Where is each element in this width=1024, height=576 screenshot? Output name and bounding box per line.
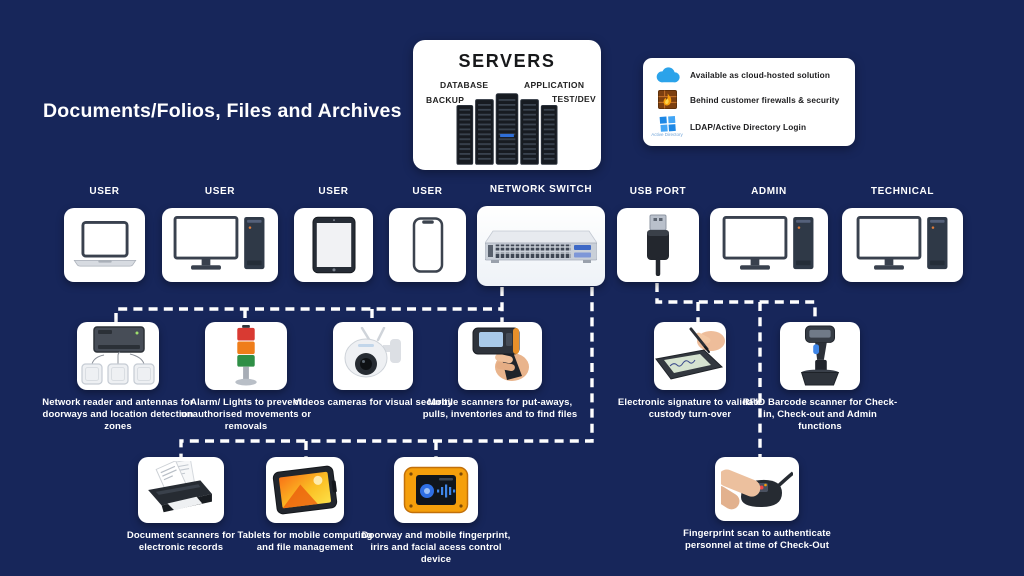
tablet-icon — [311, 216, 356, 274]
usb-plug-icon — [647, 214, 669, 276]
device-network-switch: NETWORK SWITCH — [477, 184, 605, 286]
device-label: USB PORT — [629, 186, 687, 197]
document-scanner-card — [138, 457, 224, 523]
active-directory-icon: Active Directory — [651, 115, 683, 138]
peripheral-caption: Mobile scanners for put-aways, pulls, in… — [422, 397, 578, 421]
rugged-tablet-icon — [272, 465, 338, 515]
user-desktop-card — [162, 208, 278, 282]
device-label: USER — [204, 186, 236, 197]
peripheral-caption: Document scanners for electronic records — [126, 530, 236, 554]
peripheral-rfid-scanner: RFID Barcode scanner for Check-in, Check… — [740, 322, 900, 433]
peripheral-caption: Videos cameras for visual security — [293, 397, 453, 408]
rfid-scanner-card — [780, 322, 860, 390]
active-directory-caption: Active Directory — [651, 132, 683, 138]
network-reader-card — [77, 322, 159, 390]
feature-row-ldap: Active Directory LDAP/Active Directory L… — [651, 115, 845, 138]
peripheral-video-camera: Videos cameras for visual security — [293, 322, 453, 409]
peripheral-caption: Fingerprint scan to authenticate personn… — [683, 528, 831, 552]
device-user-desktop: USER — [162, 186, 278, 282]
network-switch-icon — [485, 230, 597, 263]
rugged-tablet-card — [266, 457, 344, 523]
device-label: TECHNICAL — [870, 186, 935, 197]
access-control-card — [394, 457, 478, 523]
peripheral-caption: Alarm/ Lights to prevent unauthorised mo… — [180, 397, 312, 433]
network-switch-card — [477, 206, 605, 286]
peripheral-access-control: Doorway and mobile fingerprint, irirs an… — [361, 457, 511, 566]
servers-label-testdev: TEST/DEV — [552, 94, 596, 104]
user-laptop-card — [64, 208, 145, 282]
peripheral-document-scanner: Document scanners for electronic records — [106, 457, 256, 554]
peripheral-caption: Network reader and antennas for doorways… — [42, 397, 194, 433]
servers-box: SERVERS DATABASE BACKUP APPLICATION TEST… — [413, 40, 601, 170]
device-user-tablet: USER — [294, 186, 373, 282]
access-control-icon — [403, 466, 469, 514]
user-tablet-card — [294, 208, 373, 282]
fingerprint-reader-card — [715, 457, 799, 521]
peripheral-caption: Doorway and mobile fingerprint, irirs an… — [361, 530, 511, 566]
peripheral-caption: Tablets for mobile computing and file ma… — [237, 530, 373, 554]
video-camera-card — [333, 322, 413, 390]
device-user-laptop: USER — [64, 186, 145, 282]
device-usb-port: USB PORT — [617, 186, 699, 282]
peripheral-rugged-tablet: Tablets for mobile computing and file ma… — [230, 457, 380, 554]
cloud-icon — [653, 66, 681, 84]
device-label: USER — [318, 186, 349, 197]
device-technical: TECHNICAL — [842, 186, 963, 282]
peripheral-signature-pad: Electronic signature to validate custody… — [610, 322, 770, 421]
feature-label: Behind customer firewalls & security — [690, 94, 840, 105]
servers-label-application: APPLICATION — [524, 80, 585, 90]
peripheral-fingerprint-reader: Fingerprint scan to authenticate personn… — [682, 457, 832, 552]
laptop-icon — [73, 221, 136, 267]
fingerprint-reader-icon — [721, 469, 793, 510]
usb-port-card — [617, 208, 699, 282]
desktop-computer-icon — [856, 216, 947, 270]
phone-icon — [412, 217, 443, 273]
network-reader-icon — [81, 326, 155, 385]
signature-pad-card — [654, 322, 726, 390]
device-admin: ADMIN — [710, 186, 828, 282]
document-scanner-icon — [148, 461, 212, 513]
mobile-scanner-card — [458, 322, 542, 390]
device-user-phone: USER — [389, 186, 466, 282]
peripheral-caption: Electronic signature to validate custody… — [617, 397, 763, 421]
desktop-computer-icon — [173, 216, 265, 270]
page-title: Documents/Folios, Files and Archives — [43, 100, 402, 122]
peripheral-network-reader: Network reader and antennas for doorways… — [38, 322, 198, 433]
firewall-icon — [653, 90, 681, 110]
security-camera-icon — [344, 327, 401, 378]
admin-desktop-card — [710, 208, 828, 282]
servers-label-database: DATABASE — [440, 80, 489, 90]
signature-pad-icon — [655, 327, 725, 380]
user-phone-card — [389, 208, 466, 282]
servers-label-backup: BACKUP — [426, 95, 465, 105]
peripheral-alarm-lights: Alarm/ Lights to prevent unauthorised mo… — [166, 322, 326, 433]
feature-row-cloud: Available as cloud-hosted solution — [653, 66, 845, 84]
device-label: ADMIN — [751, 186, 787, 197]
peripheral-mobile-scanner: Mobile scanners for put-aways, pulls, in… — [420, 322, 580, 421]
desktop-computer-icon — [722, 216, 814, 270]
peripheral-caption: RFID Barcode scanner for Check-in, Check… — [742, 397, 898, 433]
alarm-lights-card — [205, 322, 287, 390]
servers-title: SERVERS — [458, 51, 556, 71]
device-label: USER — [412, 186, 443, 197]
rfid-scanner-icon — [800, 325, 840, 386]
device-label: NETWORK SWITCH — [489, 184, 593, 195]
technical-desktop-card — [842, 208, 963, 282]
mobile-scanner-icon — [472, 327, 529, 381]
features-box: Available as cloud-hosted solution Behin… — [643, 58, 855, 146]
device-label: USER — [89, 186, 120, 197]
feature-row-firewall: Behind customer firewalls & security — [653, 90, 845, 110]
feature-label: LDAP/Active Directory Login — [690, 121, 807, 132]
server-racks-icon — [456, 93, 558, 165]
feature-label: Available as cloud-hosted solution — [690, 70, 831, 81]
alarm-light-icon — [235, 325, 257, 386]
